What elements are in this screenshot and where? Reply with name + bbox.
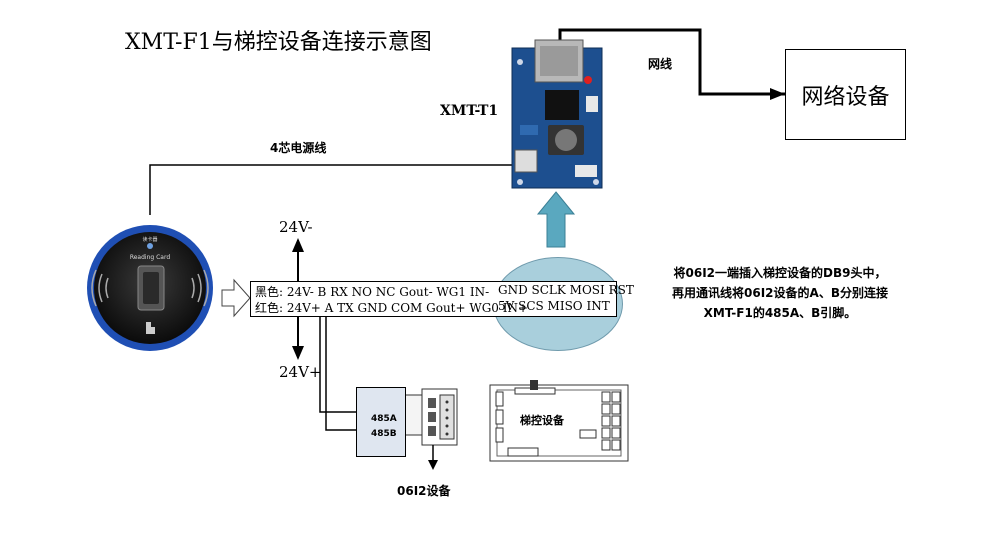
diagram-title: XMT-F1与梯控设备连接示意图 — [125, 30, 432, 55]
port-485b-label: 485B — [371, 429, 397, 439]
ellipse-row-1: GND SCLK MOSI RST — [498, 283, 634, 297]
terminal-block: 黑色: 24V- B RX NO NC Gout- WG1 IN- 红色: 24… — [250, 281, 617, 317]
port-485a-label: 485A — [371, 414, 397, 424]
network-device-label: 网络设备 — [801, 84, 890, 110]
xmt-t1-module — [511, 39, 603, 189]
power-cable — [149, 164, 513, 215]
terminal-row-black: 黑色: 24V- B RX NO NC Gout- WG1 IN- — [255, 285, 490, 299]
ellipse-row-2: 5V SCS MISO INT — [498, 299, 610, 313]
up-arrow-icon — [536, 191, 576, 248]
reader-text-top: 读卡器 — [142, 237, 158, 243]
network-device-box: 网络设备 — [785, 49, 906, 140]
note-line-2: 再用通讯线将06I2设备的A、B分别连接 — [672, 286, 888, 300]
instruction-note: 将06I2一端插入梯控设备的DB9头中， 再用通讯线将06I2设备的A、B分别连… — [650, 263, 910, 323]
terminal-row-red: 红色: 24V+ A TX GND COM Gout+ WG0 IN+ — [255, 301, 529, 315]
rs485-wires — [319, 291, 356, 431]
network-cable-label: 网线 — [648, 57, 673, 71]
v-plus-label: 24V+ — [279, 363, 322, 381]
rs485-box: 485A 485B — [356, 387, 406, 457]
device-0612-label: 06I2设备 — [397, 484, 451, 498]
elevator-device-label: 梯控设备 — [520, 414, 564, 427]
reader-text: Reading Card — [129, 254, 171, 261]
module-label: XMT-T1 — [440, 103, 499, 119]
note-line-1: 将06I2一端插入梯控设备的DB9头中， — [673, 266, 887, 280]
elevator-control-board — [489, 380, 629, 462]
power-cable-label: 4芯电源线 — [270, 141, 327, 155]
right-arrow-icon — [221, 278, 251, 318]
device-0612-connector — [403, 388, 458, 470]
v-minus-label: 24V- — [279, 218, 313, 236]
network-cable — [558, 28, 785, 100]
note-line-3: XMT-F1的485A、B引脚。 — [703, 306, 857, 320]
fingerprint-reader — [87, 225, 213, 351]
